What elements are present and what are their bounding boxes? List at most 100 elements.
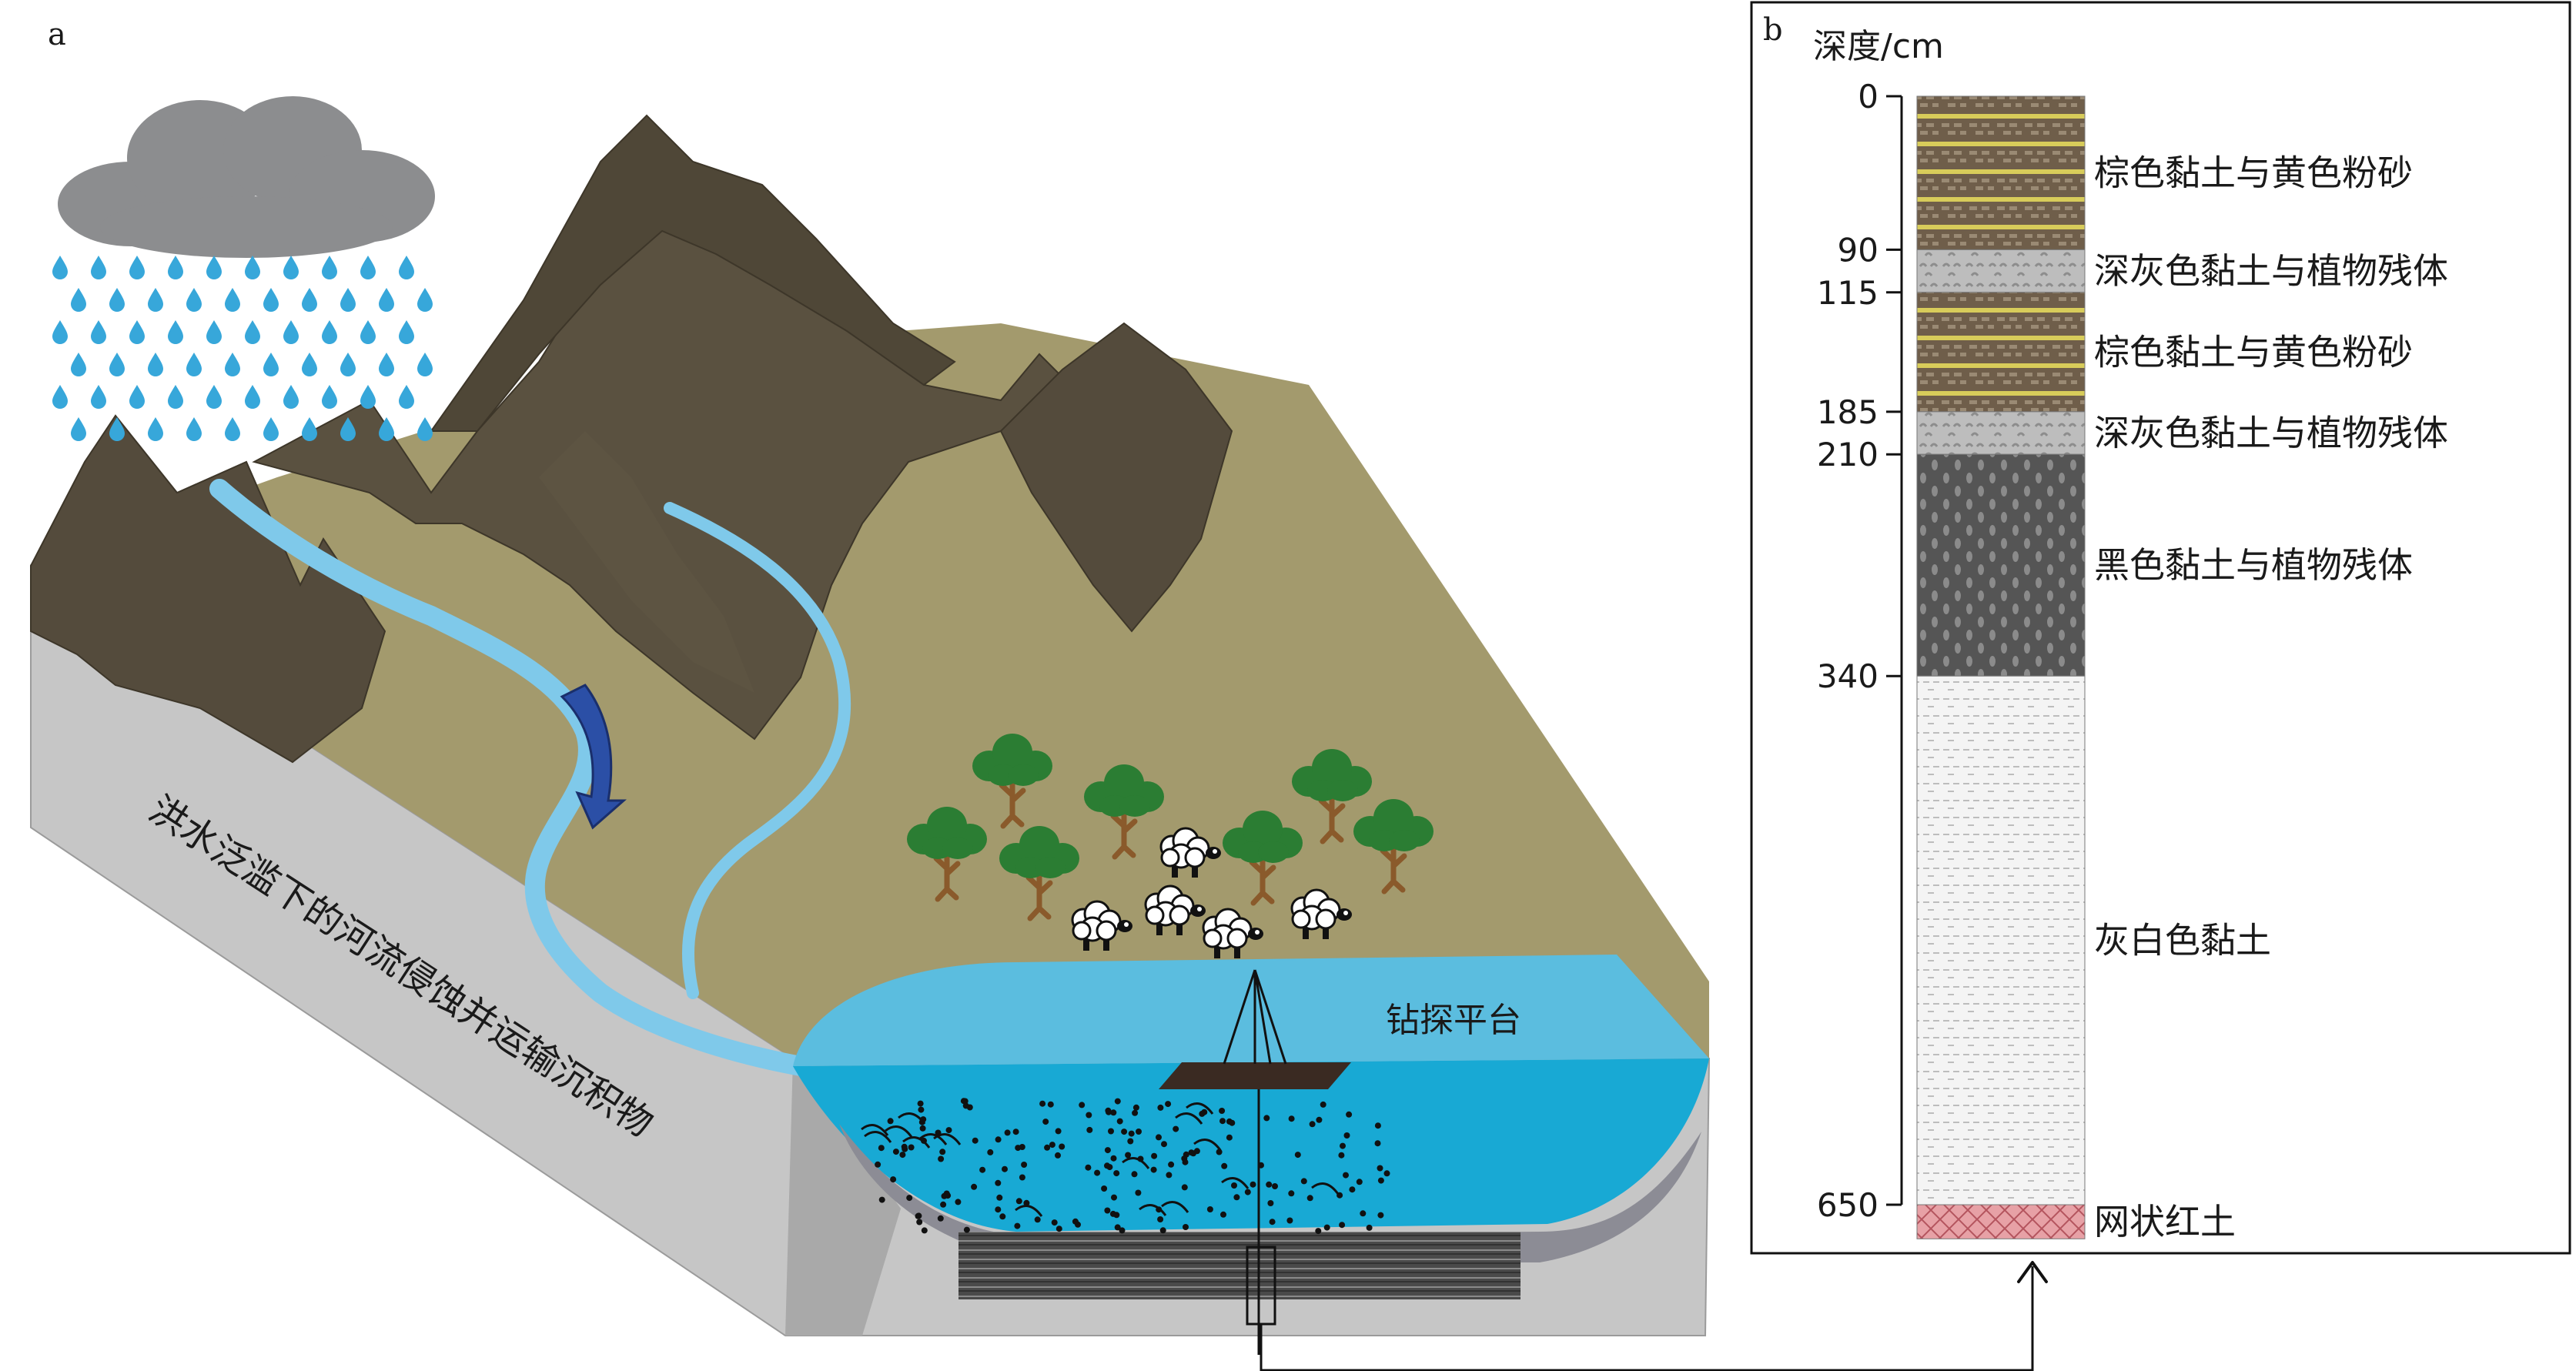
rain-drop <box>302 353 317 376</box>
rain-drop <box>186 417 202 441</box>
sediment-dot <box>1360 1210 1367 1217</box>
rain-drop <box>245 256 260 279</box>
sediment-arc <box>1161 1201 1189 1213</box>
sediment-dot <box>1085 1164 1092 1171</box>
sediment-dot <box>1377 1212 1384 1219</box>
sediment-dot <box>1151 1152 1158 1159</box>
sediment-dot <box>1135 1189 1142 1196</box>
sediment-dot <box>1315 1228 1322 1235</box>
sediment-dot <box>1288 1190 1295 1197</box>
sediment-arc <box>898 1112 926 1125</box>
sediment-dot <box>1104 1207 1111 1214</box>
sediment-dot <box>1340 1142 1346 1149</box>
platform-label: 钻探平台 <box>1386 1001 1521 1040</box>
rain-drop <box>91 320 106 344</box>
sediment-dot <box>1113 1170 1120 1177</box>
sediment-dot <box>1104 1162 1110 1169</box>
sediment-dot <box>996 1194 1003 1201</box>
strat-layer <box>1916 249 2086 293</box>
rain-drop <box>322 256 337 279</box>
sediment-dot <box>1157 1104 1164 1111</box>
sediment-dot <box>955 1199 962 1205</box>
sediment-dot <box>1128 1130 1135 1137</box>
rain-drop <box>340 353 356 376</box>
sediment-dot <box>1188 1149 1195 1156</box>
sediment-dot <box>1181 1184 1188 1191</box>
sediment-dot <box>945 1127 952 1134</box>
sediment-dot <box>1219 1118 1226 1125</box>
flow-arrow <box>560 684 627 830</box>
stratigraphic-column <box>1916 95 2086 1239</box>
sediment-dot <box>1132 1109 1139 1116</box>
sediment-dot <box>1216 1149 1223 1155</box>
sediment-dot <box>1012 1129 1019 1135</box>
rain-drop <box>109 288 125 312</box>
suspended-sediment <box>861 1098 1390 1235</box>
sediment-dot <box>1019 1144 1025 1150</box>
mountain-right <box>999 322 1233 633</box>
sediment-dot <box>1219 1108 1226 1114</box>
sediment-arc <box>1186 1102 1214 1115</box>
sediment-dot <box>887 1118 894 1125</box>
sediment-dot <box>1374 1140 1381 1147</box>
sediment-arc <box>1015 1205 1043 1217</box>
rain-drop <box>379 288 394 312</box>
sediment-dot <box>1383 1170 1390 1177</box>
sediment-dot <box>1263 1115 1270 1122</box>
sediment-dot <box>890 1176 897 1183</box>
sediment-dot <box>1374 1122 1381 1129</box>
sediment-dot <box>1161 1141 1167 1148</box>
rain-drop <box>245 385 260 409</box>
sediment-dot <box>1288 1115 1295 1122</box>
layer-label: 棕色黏土与黄色粉砂 <box>2094 331 2413 373</box>
rain-drop <box>360 256 376 279</box>
sediment-arc <box>861 1124 889 1136</box>
sediment-dot <box>1132 1104 1139 1111</box>
layer-label: 黑色黏土与植物残体 <box>2094 544 2413 586</box>
sediment-dot <box>921 1227 928 1234</box>
drilling-platform <box>1159 969 1351 1355</box>
rain-drop <box>263 417 279 441</box>
rain-drop <box>360 320 376 344</box>
sediment-dot <box>1023 1199 1030 1206</box>
rain-drop <box>340 288 356 312</box>
sediment-dot <box>987 1149 994 1155</box>
sediment-dot <box>1166 1172 1173 1179</box>
sediment-dot <box>1206 1206 1213 1212</box>
rain-drop <box>148 417 163 441</box>
sediment-dot <box>999 1213 1006 1220</box>
sediment-dot <box>1165 1101 1172 1108</box>
sediment-dot <box>1199 1110 1206 1117</box>
sediment-dot <box>1156 1134 1162 1141</box>
sediment-dot <box>1086 1112 1092 1119</box>
sediment-dot <box>1150 1166 1157 1173</box>
sediment-dot <box>995 1206 1002 1213</box>
sediment-dot <box>1055 1152 1061 1159</box>
rain-drop <box>283 256 299 279</box>
panel-b-label: b <box>1763 12 1783 48</box>
mountain-ridge-inner <box>539 431 754 693</box>
sediment-arc <box>1139 1204 1167 1216</box>
rain-drop <box>283 320 299 344</box>
rain-drop <box>186 288 202 312</box>
lake-body <box>793 1058 1709 1232</box>
rain-drop <box>322 385 337 409</box>
rain-drop <box>168 256 183 279</box>
rain-drop <box>168 320 183 344</box>
strat-layer <box>1916 675 2086 1205</box>
sediment-dot <box>1266 1181 1273 1188</box>
strat-layer <box>1916 1204 2086 1239</box>
sediment-dot <box>1338 1152 1345 1159</box>
rain-drop <box>206 256 222 279</box>
sediment-dot <box>1286 1217 1293 1224</box>
sediment-arc <box>1311 1182 1340 1195</box>
sediment-dot <box>1377 1165 1383 1172</box>
layer-label: 网状红土 <box>2094 1201 2236 1242</box>
sediment-dot <box>1094 1169 1101 1176</box>
layer-labels: 棕色黏土与黄色粉砂深灰色黏土与植物残体棕色黏土与黄色粉砂深灰色黏土与植物残体黑色… <box>2094 152 2448 1242</box>
sediment-dot <box>1346 1111 1353 1118</box>
rain-drop <box>322 320 337 344</box>
sediment-dot <box>1182 1159 1189 1165</box>
sediment-dot <box>1114 1224 1121 1231</box>
sediment-dot <box>1183 1224 1189 1230</box>
